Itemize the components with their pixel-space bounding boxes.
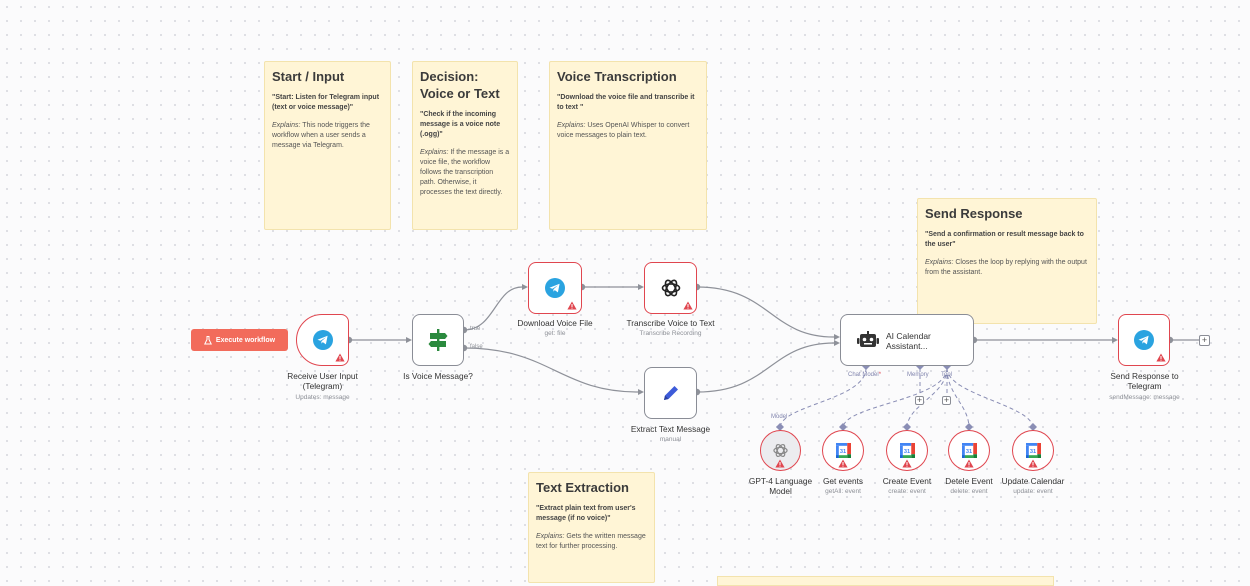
wire-extract-to-agent xyxy=(696,342,835,393)
note-title: Text Extraction xyxy=(536,480,629,495)
signpost-icon xyxy=(428,329,448,351)
node-label: Create Event xyxy=(882,476,932,486)
wire-update-to-tool xyxy=(946,367,1034,429)
wire-gpt-to-chat-model xyxy=(779,367,867,429)
execute-workflow-button[interactable]: Execute workflow xyxy=(191,329,288,351)
node-receive-user-input[interactable] xyxy=(296,314,349,366)
google-calendar-icon: 31 xyxy=(835,443,851,458)
note-explanation: Explains: Uses OpenAI Whisper to convert… xyxy=(557,122,690,139)
node-subtitle: Transcribe Recording xyxy=(639,330,702,337)
node-subtitle: manual xyxy=(659,436,682,443)
port-memory-label: Memory xyxy=(907,372,929,378)
wire-true-to-download xyxy=(463,286,523,331)
warning-icon xyxy=(567,301,577,310)
wire-transcribe-to-agent xyxy=(696,286,835,338)
sticky-note-partial[interactable] xyxy=(717,576,1054,586)
google-calendar-icon: 31 xyxy=(1025,443,1041,458)
node-extract-text-message[interactable] xyxy=(644,367,697,419)
node-subtitle: sendMessage: message xyxy=(1109,394,1180,401)
node-label: Download Voice File xyxy=(517,318,593,328)
node-label: GPT-4 Language Model xyxy=(748,476,813,496)
branch-false-label: false xyxy=(470,344,483,350)
note-explanation: Explains: This node triggers the workflo… xyxy=(272,122,370,149)
node-subtitle: create: event xyxy=(888,488,926,495)
telegram-icon xyxy=(545,278,565,298)
note-title: Send Response xyxy=(925,206,1023,221)
port-tool-label: Tool xyxy=(941,372,953,378)
pencil-icon xyxy=(663,386,678,400)
execute-workflow-label: Execute workflow xyxy=(215,336,276,344)
sticky-note-response[interactable]: Send Response "Send a confirmation or re… xyxy=(917,198,1097,324)
note-title: Start / Input xyxy=(272,69,345,84)
branch-true-label: true xyxy=(470,326,481,332)
openai-icon xyxy=(773,444,788,457)
node-label: Update Calendar xyxy=(1001,476,1065,486)
node-subtitle: get: file xyxy=(544,330,566,337)
add-tool-button[interactable]: + xyxy=(942,395,951,405)
wire-delete-to-tool xyxy=(946,367,970,429)
svg-text:31: 31 xyxy=(965,449,971,455)
node-get-events[interactable]: 31 xyxy=(822,430,864,471)
node-label: Detele Event xyxy=(945,476,993,486)
wire-get-to-tool xyxy=(842,367,948,429)
google-calendar-icon: 31 xyxy=(961,443,977,458)
note-quote: "Download the voice file and transcribe … xyxy=(557,94,695,111)
sticky-note-voice[interactable]: Voice Transcription "Download the voice … xyxy=(549,61,707,230)
node-label: Transcribe Voice to Text xyxy=(626,318,715,328)
warning-icon xyxy=(964,459,974,468)
sticky-note-start[interactable]: Start / Input "Start: Listen for Telegra… xyxy=(264,61,391,230)
sticky-note-decision[interactable]: Decision: Voice or Text "Check if the in… xyxy=(412,61,518,230)
node-label: Is Voice Message? xyxy=(403,371,473,381)
google-calendar-icon: 31 xyxy=(899,443,915,458)
node-label: Get events xyxy=(822,476,864,486)
node-label: AI Calendar Assistant... xyxy=(886,331,931,351)
add-memory-button[interactable]: + xyxy=(915,395,924,405)
robot-icon xyxy=(857,331,879,347)
note-quote: "Check if the incoming message is a voic… xyxy=(420,111,501,138)
note-explanation: Explains: Gets the written message text … xyxy=(536,533,646,550)
warning-icon xyxy=(838,459,848,468)
node-label: Extract Text Message xyxy=(630,424,711,434)
flask-icon xyxy=(203,335,212,344)
port-model-label: Model xyxy=(771,414,788,420)
add-node-button[interactable]: + xyxy=(1199,335,1210,346)
node-is-voice-message[interactable] xyxy=(412,314,464,366)
note-quote: "Start: Listen for Telegram input (text … xyxy=(272,94,380,111)
node-subtitle: delete: event xyxy=(950,488,988,495)
wire-create-to-tool xyxy=(906,367,948,429)
warning-icon xyxy=(775,459,785,468)
note-quote: "Send a confirmation or result message b… xyxy=(925,231,1084,248)
telegram-icon xyxy=(312,330,333,350)
node-ai-calendar-assistant[interactable] xyxy=(840,314,974,366)
wire-false-to-extract xyxy=(463,347,639,393)
warning-icon xyxy=(1156,353,1166,362)
note-title: Voice Transcription xyxy=(557,69,677,84)
note-explanation: Explains: Closes the loop by replying wi… xyxy=(925,259,1087,276)
note-quote: "Extract plain text from user's message … xyxy=(536,505,636,522)
node-subtitle: update: event xyxy=(1013,488,1053,495)
node-subtitle: getAll: event xyxy=(825,488,861,495)
note-explanation: Explains: If the message is a voice file… xyxy=(420,149,510,196)
node-update-calendar[interactable]: 31 xyxy=(1012,430,1054,471)
note-title: Decision: Voice or Text xyxy=(420,69,500,101)
warning-icon xyxy=(1028,459,1038,468)
node-subtitle: Updates: message xyxy=(295,394,350,401)
svg-text:31: 31 xyxy=(1029,449,1035,455)
node-create-event[interactable]: 31 xyxy=(886,430,928,471)
svg-text:31: 31 xyxy=(839,449,845,455)
sticky-note-text[interactable]: Text Extraction "Extract plain text from… xyxy=(528,472,655,583)
svg-text:31: 31 xyxy=(903,449,909,455)
warning-icon xyxy=(335,353,345,362)
telegram-icon xyxy=(1134,330,1154,350)
warning-icon xyxy=(683,301,693,310)
warning-icon xyxy=(902,459,912,468)
node-label: Send Response to Telegram xyxy=(1110,371,1179,391)
port-chat-model-label: Chat Model* xyxy=(848,372,882,378)
openai-icon xyxy=(661,279,680,297)
node-label: Receive User Input (Telegram) xyxy=(287,371,358,391)
